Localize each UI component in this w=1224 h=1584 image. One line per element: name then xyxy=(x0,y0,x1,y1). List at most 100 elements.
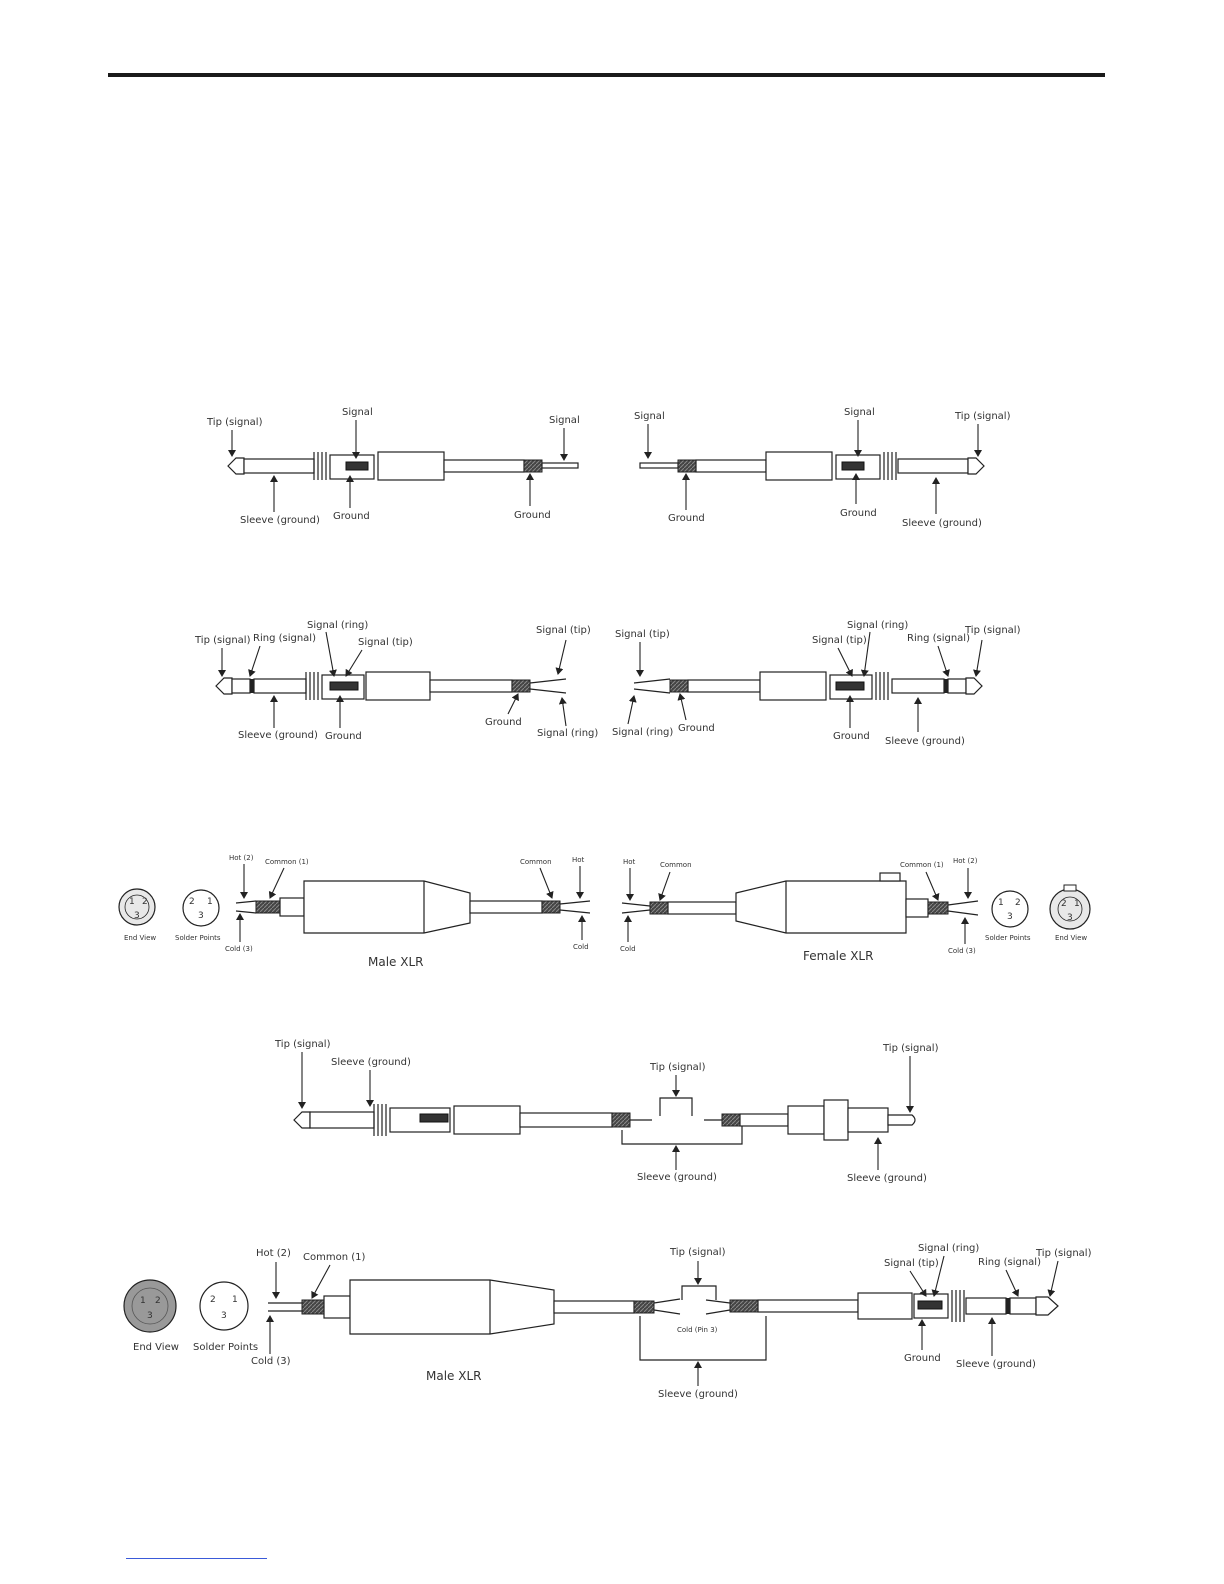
label-common: Common (1) xyxy=(265,858,309,866)
cable-shield xyxy=(677,459,697,473)
cable-shield-end xyxy=(541,900,561,914)
label-sleeve: Sleeve (ground) xyxy=(240,515,320,526)
cable xyxy=(687,679,761,693)
label-sleeve-mid: Sleeve (ground) xyxy=(637,1172,717,1183)
plug-ring xyxy=(947,678,967,694)
label-tip-right: Tip (signal) xyxy=(882,1043,939,1054)
label-sleeve-right: Sleeve (ground) xyxy=(847,1173,927,1184)
plug-insulator xyxy=(250,679,254,693)
label-hot: Hot (2) xyxy=(953,857,978,865)
wire-ends-far xyxy=(559,900,591,914)
trs-wire xyxy=(917,1300,943,1310)
label-ground: Ground xyxy=(325,731,362,742)
cable-shield xyxy=(611,1112,631,1128)
rca-strain-relief xyxy=(787,1105,825,1135)
plug-strain-relief xyxy=(759,671,827,701)
label-ground-end: Ground xyxy=(514,510,551,521)
cable-right xyxy=(739,1113,789,1127)
cable xyxy=(519,1112,613,1128)
pin-1: 1 xyxy=(207,897,213,907)
label-cold: Cold (3) xyxy=(948,947,976,955)
cable xyxy=(667,901,737,915)
rca-tip xyxy=(887,1114,916,1126)
label-ring: Ring (signal) xyxy=(907,633,970,644)
cable xyxy=(429,679,513,693)
diagram-xlr-to-trs: 1 2 3 2 1 3 Hot (2) Common (1) End View … xyxy=(123,1243,1092,1400)
label-end-view: End View xyxy=(133,1342,179,1353)
label-signal-tip: Signal (tip) xyxy=(358,637,413,648)
xlr-end-view xyxy=(118,888,156,926)
label-common: Common (1) xyxy=(900,861,944,869)
pin-3: 3 xyxy=(198,911,204,921)
pin-2: 2 xyxy=(189,897,195,907)
label-ring: Ring (signal) xyxy=(253,633,316,644)
label-hot-end: Hot xyxy=(623,858,636,866)
label-hot: Hot (2) xyxy=(229,854,254,862)
xlr-collar xyxy=(905,898,929,918)
label-ground: Ground xyxy=(904,1353,941,1364)
label-signal-ring: Signal (ring) xyxy=(918,1243,979,1254)
plug-wire xyxy=(329,681,359,691)
label-end-signal-ring: Signal (ring) xyxy=(612,727,673,738)
label-ground: Ground xyxy=(333,511,370,522)
plug-insulator xyxy=(944,679,948,693)
sleeve-splice-bracket xyxy=(621,1126,743,1145)
plug-tip xyxy=(967,457,985,475)
label-solder-points: Solder Points xyxy=(175,934,221,942)
label-signal-ring: Signal (ring) xyxy=(307,620,368,631)
bottom-link-underline xyxy=(126,1558,267,1559)
label-sleeve: Sleeve (ground) xyxy=(238,730,318,741)
pin-2: 2 xyxy=(210,1295,216,1305)
plug-wire xyxy=(345,461,369,471)
plug-tip xyxy=(965,677,983,695)
label-sleeve: Sleeve (ground) xyxy=(331,1057,411,1068)
caption-female-xlr: Female XLR xyxy=(803,949,873,963)
xlr-body xyxy=(735,880,907,934)
trs-threads xyxy=(951,1290,965,1322)
rca-body xyxy=(823,1099,849,1141)
label-signal: Signal xyxy=(844,407,875,418)
label-ground: Ground xyxy=(833,731,870,742)
diagram-quarter-inch-to-rca: Tip (signal) Sleeve (ground) Tip (signal… xyxy=(274,1039,939,1184)
xlr-solder-view xyxy=(199,1281,249,1331)
plug-threads xyxy=(305,672,319,700)
label-cold: Cold (3) xyxy=(251,1356,291,1367)
label-tip: Tip (signal) xyxy=(194,635,251,646)
label-end-view: End View xyxy=(124,934,156,942)
label-ground-end: Ground xyxy=(678,723,715,734)
pin-2: 2 xyxy=(142,897,148,907)
label-solder-points: Solder Points xyxy=(193,1342,258,1353)
diagram-trs-plug-left: Tip (signal) Ring (signal) Signal (ring)… xyxy=(194,620,598,742)
pin-1: 1 xyxy=(140,1296,146,1306)
diagram-mono-plug-right: Signal Signal Tip (signal) Ground Ground… xyxy=(634,407,1011,529)
pin-2: 2 xyxy=(155,1296,161,1306)
plug-strain-relief xyxy=(453,1105,521,1135)
cable-conductor xyxy=(541,462,579,469)
label-signal-end: Signal xyxy=(549,415,580,426)
trs-strain-relief xyxy=(857,1292,913,1320)
plug-threads xyxy=(875,672,889,700)
plug-strain-relief xyxy=(765,451,833,481)
plug-sleeve xyxy=(253,678,307,694)
label-signal: Signal xyxy=(342,407,373,418)
label-tip: Tip (signal) xyxy=(964,625,1021,636)
pin-3: 3 xyxy=(221,1311,227,1321)
tip-splice-bracket xyxy=(681,1285,717,1300)
pin-3: 3 xyxy=(147,1311,153,1321)
plug-wire xyxy=(419,1113,449,1123)
xlr-body xyxy=(303,880,471,934)
rca-shell xyxy=(847,1107,889,1133)
cable-shield xyxy=(255,900,281,914)
label-hot: Hot (2) xyxy=(256,1248,291,1259)
pin-1: 1 xyxy=(129,897,135,907)
xlr-collar xyxy=(279,897,305,917)
plug-strain-relief xyxy=(365,671,431,701)
cable-shield xyxy=(669,679,689,693)
pin-1: 1 xyxy=(232,1295,238,1305)
plug-sleeve xyxy=(897,458,969,474)
label-ring: Ring (signal) xyxy=(978,1257,1041,1268)
label-signal-tip: Signal (tip) xyxy=(884,1258,939,1269)
label-tip-mid: Tip (signal) xyxy=(649,1062,706,1073)
plug-threads xyxy=(883,452,897,480)
